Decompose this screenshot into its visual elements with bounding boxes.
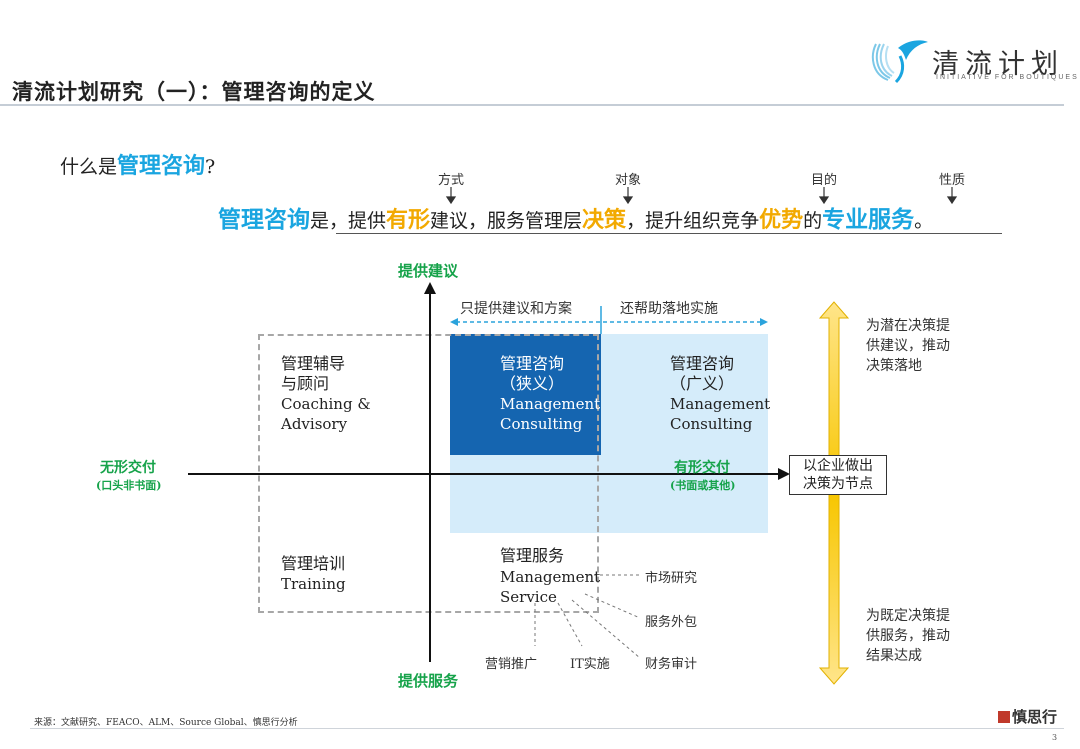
question: 什么是管理咨询? — [60, 148, 215, 180]
coaching-line-1: 管理辅导 — [281, 354, 346, 373]
service-label-en: Management Service — [500, 567, 600, 607]
attr-purpose: 目的 — [810, 173, 837, 188]
scope-advice-only: 只提供建议和方案 — [460, 301, 572, 317]
narrow-consulting-cn: 管理咨询 （狭义） — [500, 354, 564, 394]
coaching-en-line-1: Coaching & — [281, 395, 371, 413]
service-en-line-2: Service — [500, 588, 557, 606]
service-item-market-research: 市场研究 — [645, 571, 698, 586]
coaching-label-en: Coaching & Advisory — [281, 394, 371, 434]
node-line-2: 决策为节点 — [803, 476, 873, 492]
node-line-1: 以企业做出 — [803, 458, 873, 474]
narrow-en-line-1: Management — [500, 395, 601, 413]
broad-en-line-2: Consulting — [670, 415, 753, 433]
def-text-5: 。 — [914, 210, 934, 232]
coaching-label-cn: 管理辅导 与顾问 — [281, 354, 345, 394]
service-item-it: IT实施 — [570, 657, 610, 672]
right-note-bottom: 为既定决策提 供服务，推动 结果达成 — [866, 606, 950, 666]
def-term: 管理咨询 — [218, 206, 310, 233]
right-note-top: 为潜在决策提 供建议，推动 决策落地 — [866, 316, 950, 376]
definition-sentence: 管理咨询是，提供有形建议，服务管理层决策，提升组织竞争优势的专业服务。 — [218, 200, 933, 234]
attr-nature: 性质 — [938, 173, 965, 188]
narrow-en-line-2: Consulting — [500, 415, 583, 433]
question-highlight: 管理咨询 — [117, 153, 206, 179]
axis-top-label: 提供建议 — [398, 262, 459, 280]
service-en-line-1: Management — [500, 568, 601, 586]
page-number: 3 — [1052, 733, 1058, 742]
axis-left-label: 无形交付 — [100, 460, 156, 476]
definition-underline — [336, 233, 1002, 234]
service-label-cn: 管理服务 — [500, 546, 565, 565]
def-text-1: 是，提供 — [310, 210, 387, 232]
narrow-line-1: 管理咨询 — [500, 354, 565, 373]
question-suffix: ? — [205, 156, 216, 178]
logo-icon — [871, 40, 928, 84]
coaching-en-line-2: Advisory — [281, 415, 348, 433]
def-highlight-advantage: 优势 — [759, 207, 804, 233]
def-text-3: ，提升组织竞争 — [626, 210, 760, 232]
scope-implementation: 还帮助落地实施 — [620, 301, 718, 317]
brand-icon — [998, 711, 1010, 723]
broad-line-1: 管理咨询 — [670, 354, 735, 373]
right-top-line-3: 决策落地 — [866, 358, 922, 374]
broad-en-line-1: Management — [670, 395, 771, 413]
question-prefix: 什么是 — [60, 156, 118, 178]
axis-right-sublabel: (书面或其他) — [670, 479, 736, 492]
right-bottom-line-2: 供服务，推动 — [866, 628, 950, 644]
def-highlight-professional: 专业服务 — [822, 206, 915, 233]
training-label-cn: 管理培训 — [281, 554, 346, 573]
title-divider — [0, 104, 1064, 106]
decision-node-box: 以企业做出 决策为节点 — [789, 455, 887, 495]
logo-text: 清流计划 — [932, 49, 1064, 80]
narrow-line-2: （狭义） — [500, 374, 565, 393]
service-item-marketing: 营销推广 — [485, 657, 538, 672]
broad-consulting-area — [601, 334, 768, 455]
logo-subtitle: INITIATIVE FOR BOUTIQUES — [936, 74, 1079, 81]
narrow-consulting-en: Management Consulting — [500, 394, 600, 434]
def-text-2: 建议，服务管理层 — [430, 210, 583, 232]
attr-method: 方式 — [437, 173, 464, 188]
brand-logo: 慎思行 — [998, 706, 1057, 727]
def-highlight-decision: 决策 — [582, 207, 627, 233]
brand-text: 慎思行 — [1012, 708, 1058, 726]
def-text-4: 的 — [803, 210, 823, 232]
page-title: 清流计划研究（一）：管理咨询的定义 — [12, 79, 376, 104]
axis-bottom-label: 提供服务 — [398, 672, 459, 690]
service-item-outsourcing: 服务外包 — [645, 615, 698, 630]
right-top-line-2: 供建议，推动 — [866, 338, 950, 354]
axis-left-sublabel: (口头非书面) — [96, 479, 162, 492]
broad-consulting-en: Management Consulting — [670, 394, 770, 434]
narrow-consulting-area — [450, 334, 601, 455]
right-bottom-line-3: 结果达成 — [866, 648, 922, 664]
tangible-service-area — [450, 455, 768, 533]
broad-line-2: （广义） — [670, 374, 735, 393]
source-note: 来源：文献研究、FEACO、ALM、Source Global、慎思行分析 — [34, 718, 298, 728]
right-top-line-1: 为潜在决策提 — [866, 318, 950, 334]
training-label-en: Training — [281, 575, 346, 593]
def-highlight-tangible: 有形 — [386, 207, 431, 233]
right-bottom-line-1: 为既定决策提 — [866, 608, 950, 624]
footer-divider — [30, 728, 1064, 729]
service-item-audit: 财务审计 — [645, 657, 698, 672]
axis-right-label: 有形交付 — [674, 460, 730, 476]
attr-object: 对象 — [614, 173, 641, 188]
broad-consulting-cn: 管理咨询 （广义） — [670, 354, 734, 394]
coaching-line-2: 与顾问 — [281, 374, 330, 393]
